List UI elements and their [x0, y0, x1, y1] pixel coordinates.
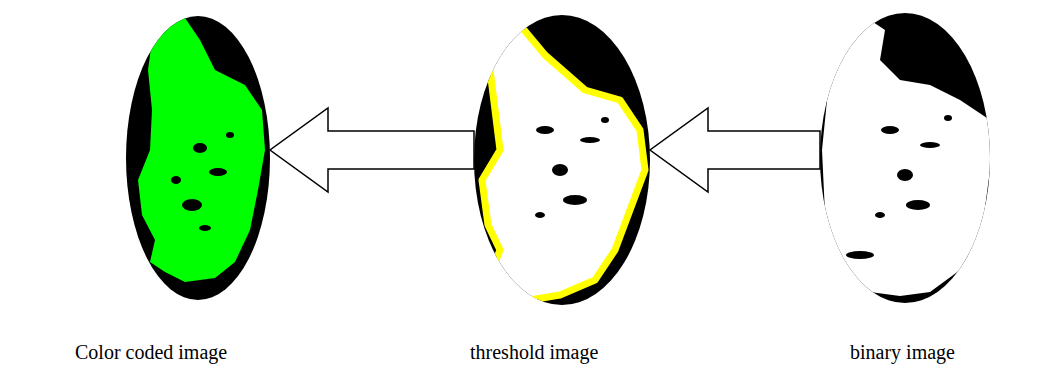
image-panel: Color coded image	[126, 16, 270, 300]
image-caption: binary image	[850, 340, 955, 364]
binary-leaf	[820, 13, 990, 303]
block-arrow	[270, 108, 474, 192]
color-coded-leaf	[126, 16, 270, 300]
threshold-leaf	[474, 15, 650, 305]
block-arrow	[650, 108, 820, 192]
image-panel: binary image	[820, 13, 990, 303]
image-panel: threshold image	[474, 15, 650, 305]
image-caption: threshold image	[470, 340, 598, 364]
image-caption: Color coded image	[75, 340, 227, 364]
